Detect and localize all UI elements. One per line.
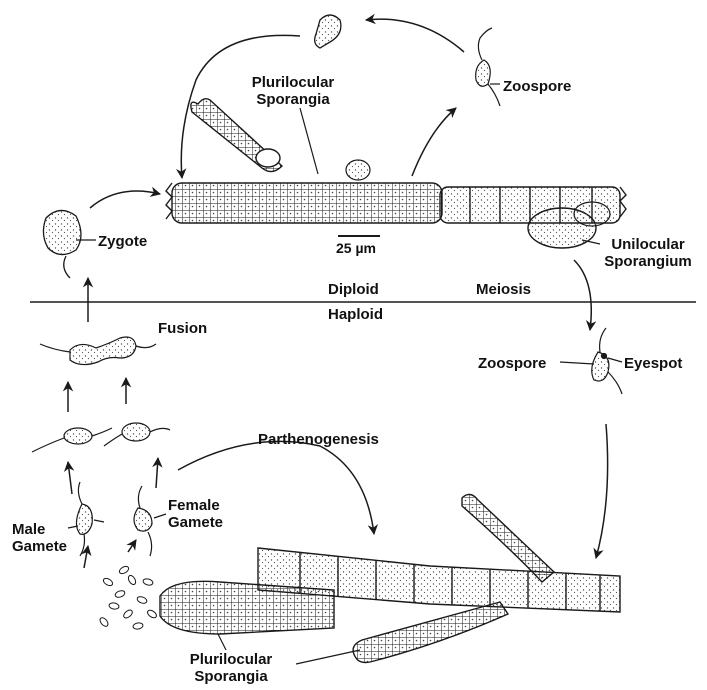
zoospore-label-mid: Zoospore bbox=[478, 355, 546, 372]
fusing-gametes bbox=[40, 337, 156, 365]
eyespot-label: Eyespot bbox=[624, 355, 682, 372]
plurilocular-sporangia-label-bottom: Plurilocular Sporangia bbox=[170, 651, 292, 685]
gamete-cluster bbox=[98, 565, 157, 630]
female-gamete-label: Female Gamete bbox=[168, 497, 223, 531]
haploid-label: Haploid bbox=[328, 306, 383, 323]
zygote-cell bbox=[43, 210, 81, 278]
male-gamete-label: Male Gamete bbox=[12, 521, 67, 555]
diploid-label: Diploid bbox=[328, 281, 379, 298]
unilocular-sporangium-label: Unilocular Sporangium bbox=[596, 236, 700, 270]
zygote-label: Zygote bbox=[98, 233, 147, 250]
meiosis-label: Meiosis bbox=[476, 281, 531, 298]
zoospore-top-right bbox=[476, 28, 500, 106]
plurilocular-sporangia-label-top: Plurilocular Sporangia bbox=[232, 74, 354, 108]
plurilocular-sporangium-bottom bbox=[160, 581, 334, 634]
fusion-label: Fusion bbox=[158, 320, 207, 337]
plurilocular-sporangium-top bbox=[191, 99, 282, 172]
gamete-pair bbox=[32, 423, 170, 452]
scale-bar-label: 25 µm bbox=[336, 240, 376, 257]
female-gamete-cell bbox=[134, 486, 152, 556]
plurilocular-sporangium-lower bbox=[353, 602, 508, 663]
parthenogenesis-label: Parthenogenesis bbox=[258, 431, 379, 448]
male-gamete-cell bbox=[76, 482, 92, 556]
zoospore-released bbox=[315, 15, 341, 48]
zoospore-label-top: Zoospore bbox=[503, 78, 571, 95]
